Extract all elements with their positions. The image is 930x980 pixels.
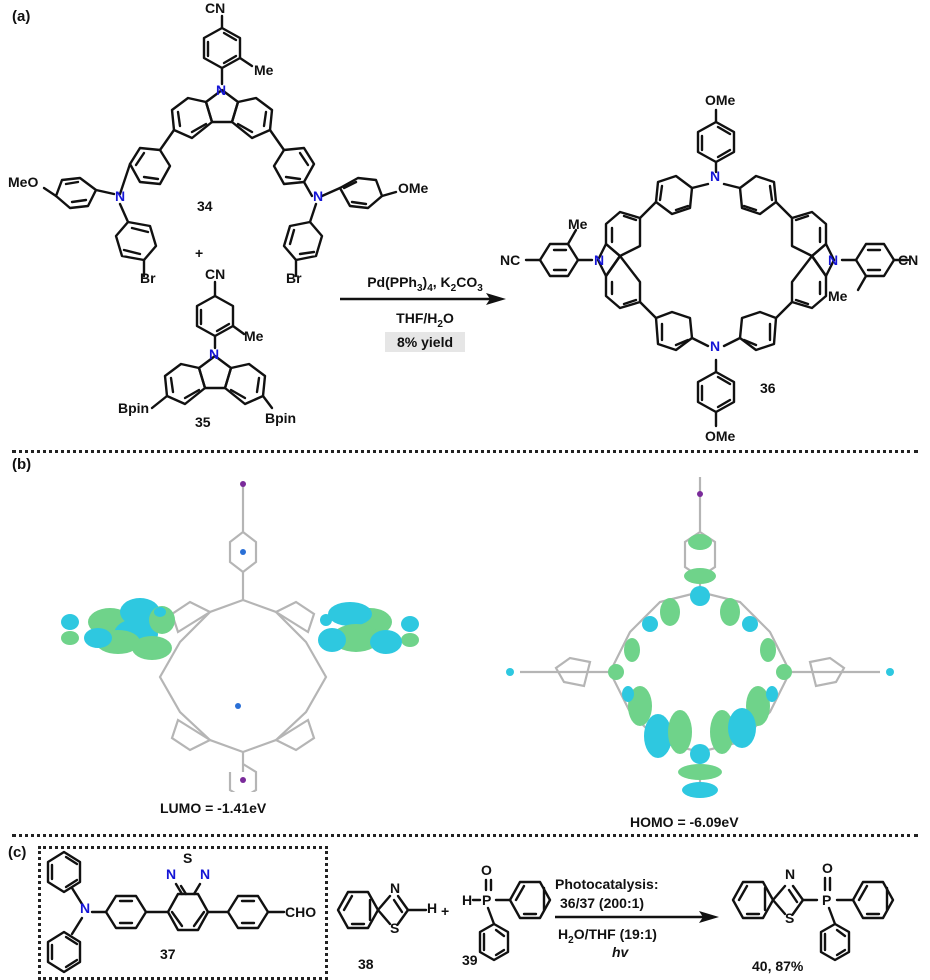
reaction-solvent-a: THF/H2O (396, 310, 454, 330)
n-amine-37: N (80, 900, 91, 916)
compound-label-35: 35 (195, 414, 211, 430)
s-benzothiazole-38: S (390, 920, 400, 936)
h-atom-39: H (462, 892, 473, 908)
compound-label-34: 34 (197, 198, 213, 214)
n-carbazole-left-36: N (594, 252, 605, 268)
reaction-reagents-a: Pd(PPh3)4, K2CO3 (340, 274, 510, 294)
meo-group-34: MeO (8, 174, 39, 190)
compound-label-37: 37 (160, 946, 176, 962)
me-left-36: Me (568, 216, 588, 232)
compound-label-36: 36 (760, 380, 776, 396)
h-atom-38: H (427, 900, 438, 916)
plus-sign-a: + (195, 245, 204, 261)
bpin-right-35: Bpin (265, 410, 297, 426)
ome-top-36: OMe (705, 92, 736, 108)
n-amine-top-36: N (710, 168, 721, 184)
n-carbazole-35: N (209, 346, 220, 362)
me-group-35: Me (244, 328, 264, 344)
me-group-34: Me (254, 62, 274, 78)
cn-group-35: CN (205, 266, 226, 282)
bpin-left-35: Bpin (118, 400, 150, 416)
reaction-arrow-c (555, 911, 719, 923)
n-thiadiazole-right-37: N (200, 866, 211, 882)
o-atom-40: O (822, 860, 833, 876)
separator-a-b (12, 450, 918, 453)
structure-39 (471, 878, 552, 962)
br-left-34: Br (140, 270, 156, 286)
panel-label-a: (a) (12, 8, 31, 25)
cho-group-37: CHO (285, 904, 317, 920)
condition-light: hv (612, 944, 629, 960)
s-thiadiazole-37: S (183, 850, 193, 866)
ome-group-34: OMe (398, 180, 429, 196)
homo-orbital-render (506, 477, 894, 798)
condition-catalyst-ratio: 36/37 (200:1) (560, 895, 645, 911)
compound-label-40: 40, 87% (752, 958, 804, 974)
n-benzothiazole-40: N (785, 866, 796, 882)
n-amine-left-34: N (115, 188, 126, 204)
structure-34-right-arm (282, 176, 398, 278)
n-carbazole-34: N (216, 82, 227, 98)
condition-solvent-c: H2O/THF (19:1) (558, 926, 657, 946)
structure-37 (46, 850, 286, 974)
br-right-34: Br (286, 270, 302, 286)
panel-label-c: (c) (8, 844, 27, 861)
cn-group-34: CN (205, 0, 226, 16)
lumo-energy-label: LUMO = -1.41eV (160, 800, 267, 816)
reaction-arrow-a (340, 293, 506, 305)
reagents-text: Pd(PPh3)4, K2CO3 (367, 274, 483, 294)
n-thiadiazole-left-37: N (166, 866, 177, 882)
homo-energy-label: HOMO = -6.09eV (630, 814, 739, 830)
s-benzothiazole-40: S (785, 910, 795, 926)
condition-photocatalysis: Photocatalysis: (555, 876, 659, 892)
o-atom-39: O (481, 862, 492, 878)
n-amine-bottom-36: N (710, 338, 721, 354)
structure-38 (336, 890, 428, 930)
structure-36 (524, 108, 910, 428)
structure-40 (731, 876, 895, 962)
compound-label-38: 38 (358, 956, 374, 972)
me-right-36: Me (828, 288, 848, 304)
p-atom-40: P (822, 892, 832, 908)
n-benzothiazole-38: N (390, 880, 401, 896)
compound-label-39: 39 (462, 952, 478, 968)
n-amine-right-34: N (313, 188, 324, 204)
panel-label-b: (b) (12, 456, 32, 473)
reaction-yield-a: 8% yield (340, 332, 510, 352)
nc-left-36: NC (500, 252, 521, 268)
separator-b-c (12, 834, 918, 837)
lumo-orbital-render (61, 481, 419, 792)
yield-badge: 8% yield (384, 332, 466, 352)
n-carbazole-right-36: N (828, 252, 839, 268)
p-atom-39: P (482, 892, 492, 908)
ome-bottom-36: OMe (705, 428, 736, 444)
cn-right-36: CN (898, 252, 919, 268)
structure-34 (42, 14, 316, 278)
structure-35 (150, 280, 274, 410)
plus-sign-c: + (441, 903, 450, 919)
